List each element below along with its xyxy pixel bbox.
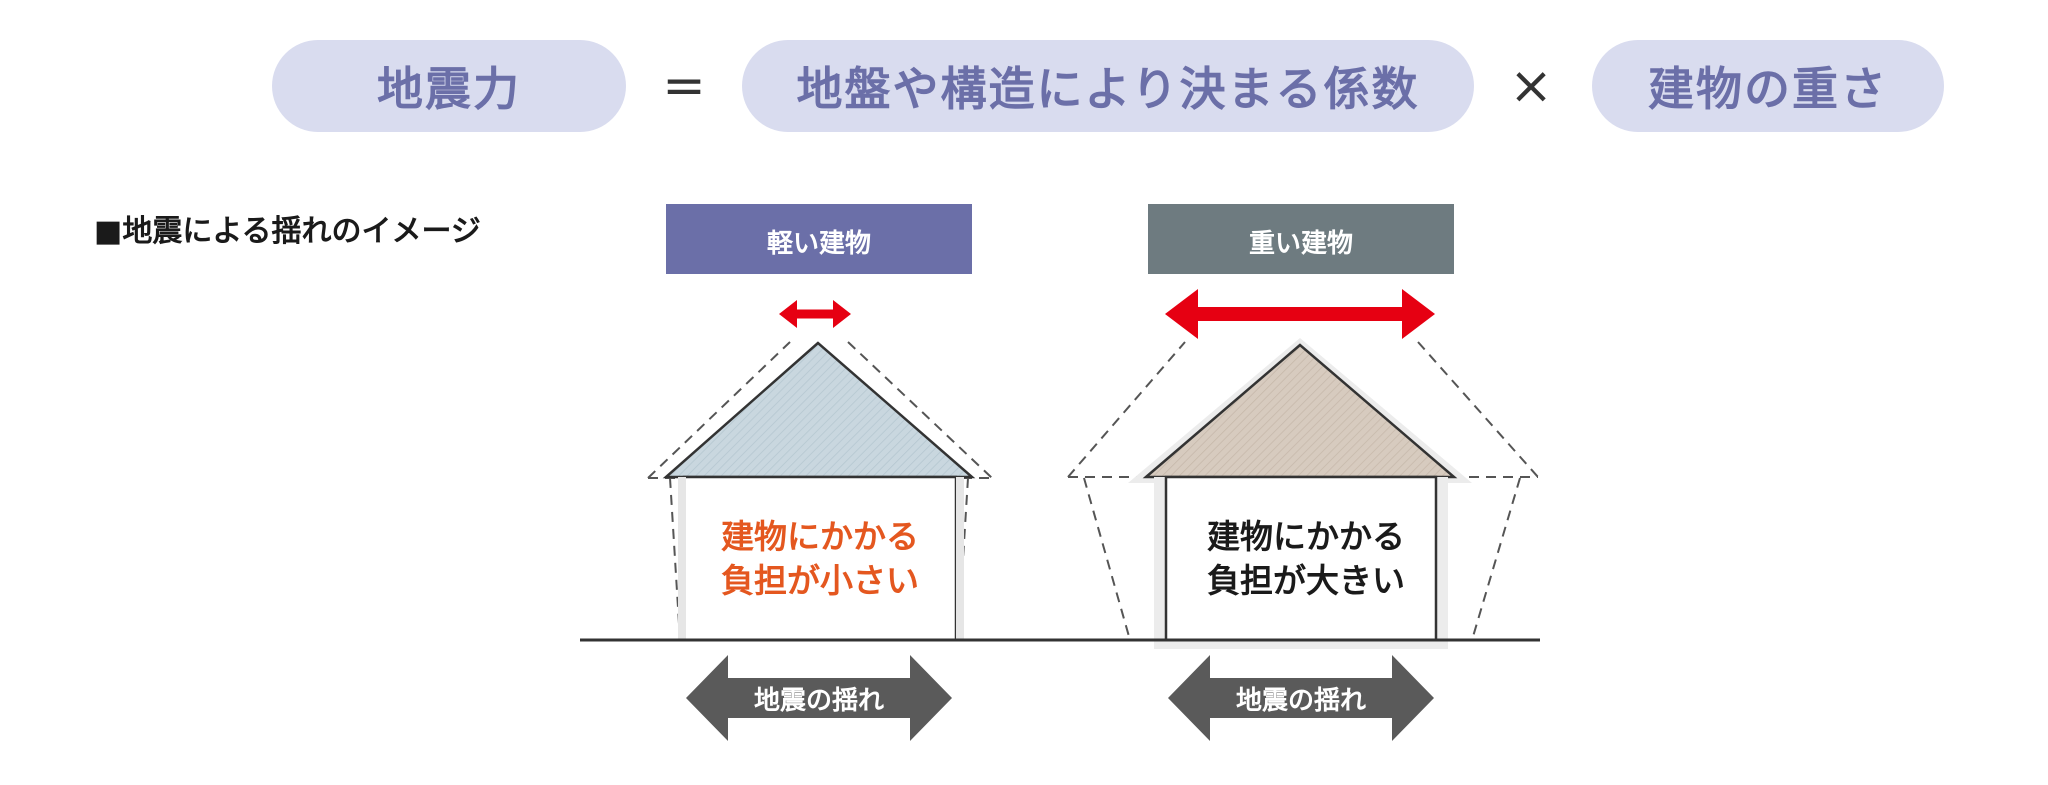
- formula-seismic-force-pill: 地震力: [272, 40, 626, 132]
- heavy-building-label: 重い建物: [1249, 229, 1353, 259]
- light-building-shake-arrow: 地震の揺れ: [686, 655, 952, 741]
- heavy-building-house: 建物にかかる 負担が大きい: [1128, 338, 1472, 649]
- light-building-shake-label: 地震の揺れ: [754, 686, 884, 716]
- heavy-building-shake-label: 地震の揺れ: [1236, 686, 1366, 716]
- section-title: ■地震による揺れのイメージ: [94, 214, 481, 249]
- formula-equals-sign: =: [662, 56, 706, 116]
- light-building-label-box: 軽い建物: [666, 204, 972, 274]
- heavy-building-load-line1: 建物にかかる: [1207, 517, 1405, 556]
- light-building-load-line1: 建物にかかる: [721, 517, 919, 556]
- heavy-building-red-arrow: [1165, 289, 1435, 339]
- light-building-red-arrow: [779, 300, 851, 328]
- light-building-house: 建物にかかる 負担が小さい: [662, 341, 976, 642]
- heavy-building-label-box: 重い建物: [1148, 204, 1454, 274]
- formula-coefficient-pill: 地盤や構造により決まる係数: [742, 40, 1474, 132]
- heavy-building-load-line2: 負担が大きい: [1207, 561, 1405, 600]
- formula-building-weight-pill: 建物の重さ: [1592, 40, 1944, 132]
- light-building-load-line2: 負担が小さい: [721, 561, 919, 600]
- formula-times-sign: ×: [1509, 56, 1553, 116]
- heavy-building-shake-arrow: 地震の揺れ: [1168, 655, 1434, 741]
- light-building-label: 軽い建物: [767, 228, 871, 259]
